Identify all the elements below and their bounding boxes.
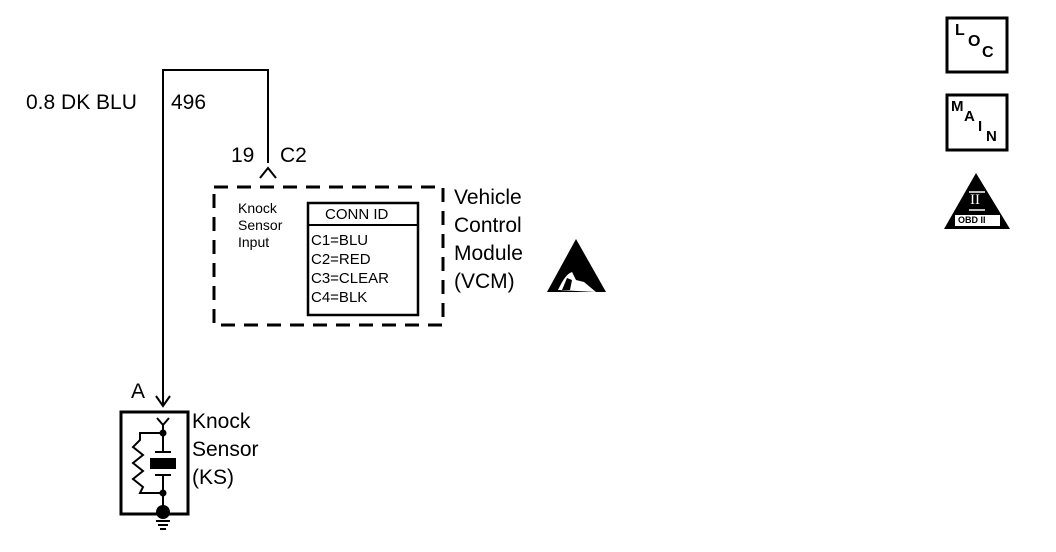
wire-color-label: 0.8 DK BLU bbox=[26, 91, 137, 114]
ks-node bbox=[159, 429, 167, 437]
circuit-number: 496 bbox=[171, 91, 207, 114]
conn-id-list: C1=BLU C2=RED C3=CLEAR C4=BLK bbox=[311, 231, 389, 307]
knock-sensor-body bbox=[119, 410, 190, 516]
terminal-a-label: A bbox=[131, 380, 146, 403]
ground-icon bbox=[156, 505, 170, 519]
vcm-title-line: Vehicle bbox=[454, 186, 522, 209]
loc-letter: C bbox=[982, 44, 994, 61]
ks-label-line: Sensor bbox=[192, 438, 259, 461]
knock-sensor-label: Knock Sensor (KS) bbox=[192, 408, 259, 492]
vcm-input-label: Knock Sensor Input bbox=[238, 200, 282, 251]
conn-id-header: CONN ID bbox=[325, 206, 389, 223]
vcm-title-line: (VCM) bbox=[454, 270, 515, 293]
vcm-title: Vehicle Control Module (VCM) bbox=[454, 184, 523, 296]
terminal-a-arrow bbox=[155, 395, 171, 408]
ks-node bbox=[159, 489, 167, 497]
vcm-title-line: Control bbox=[454, 214, 522, 237]
input-label-line: Knock bbox=[238, 200, 277, 216]
conn-id-box bbox=[306, 201, 420, 317]
ks-label-line: Knock bbox=[192, 410, 251, 433]
main-badge bbox=[945, 93, 1009, 152]
loc-letter: O bbox=[968, 33, 981, 50]
connector-c2-symbol bbox=[259, 166, 277, 179]
main-letter: N bbox=[986, 128, 997, 145]
wire-496 bbox=[162, 69, 269, 405]
main-letter: A bbox=[964, 108, 975, 125]
obd-label-bg bbox=[955, 215, 1000, 226]
conn-id-item: C2=RED bbox=[311, 251, 371, 268]
loc-badge bbox=[945, 16, 1009, 74]
esd-warning-icon bbox=[547, 239, 606, 292]
obd-numeral: II bbox=[970, 192, 980, 208]
loc-letter: L bbox=[955, 22, 965, 39]
ks-label-line: (KS) bbox=[192, 466, 234, 489]
piezo-element bbox=[150, 458, 176, 469]
conn-id-item: C4=BLK bbox=[311, 289, 368, 306]
obd-label: OBD II bbox=[958, 215, 986, 225]
conn-id-item: C1=BLU bbox=[311, 232, 369, 249]
conn-id-item: C3=CLEAR bbox=[311, 270, 389, 287]
input-label-line: Sensor bbox=[238, 217, 283, 233]
connector-name: C2 bbox=[280, 144, 307, 167]
input-label-line: Input bbox=[238, 234, 270, 250]
vcm-title-line: Module bbox=[454, 242, 523, 265]
connector-pin: 19 bbox=[231, 144, 255, 167]
main-letter: I bbox=[978, 118, 983, 135]
main-letter: M bbox=[951, 98, 964, 115]
